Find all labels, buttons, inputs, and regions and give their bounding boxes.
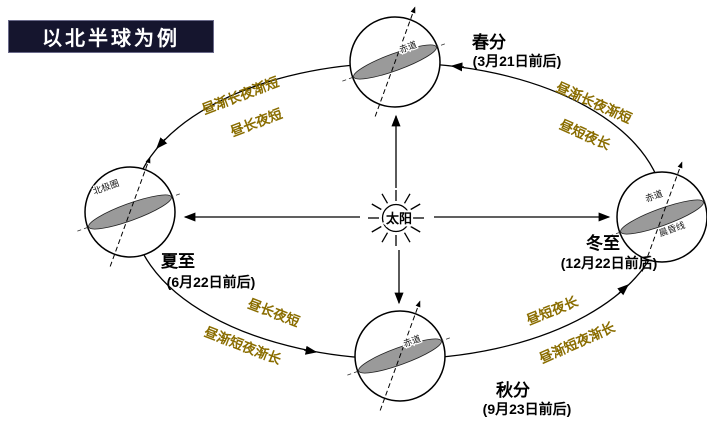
label-autumn-date: (9月23日前后)	[483, 401, 572, 417]
orbit-arrow-top-right	[450, 62, 465, 72]
sun-rays	[368, 190, 424, 246]
label-autumn-name: 秋分	[496, 380, 530, 400]
arc-label-summer-to-autumn-state: 昼长夜短	[246, 295, 303, 329]
label-summer-date: (6月22日前后)	[167, 274, 256, 290]
label-winter-date: (12月22日前后)	[561, 255, 657, 271]
earth-axis	[374, 6, 416, 117]
sun-label: 太阳	[385, 211, 412, 226]
arc-label-spring-to-summer-state: 昼长夜短	[228, 105, 285, 139]
earth-autumn	[347, 300, 453, 411]
sun: 太阳	[368, 190, 424, 246]
earth-winter	[609, 161, 707, 272]
label-winter-name: 冬至	[586, 233, 620, 253]
arc-label-summer-to-autumn-trend: 昼渐短夜渐长	[202, 323, 284, 367]
orbit-arrow-bottom-right	[617, 284, 629, 296]
arc-label-winter-to-spring-state: 昼短夜长	[557, 116, 613, 153]
label-spring-name: 春分	[472, 32, 506, 52]
orbit-arrow-bottom-left	[303, 345, 318, 355]
orbit-arrow-top-left	[156, 137, 168, 149]
earth-summer	[77, 156, 183, 267]
earth-axis	[641, 161, 683, 272]
earth-axis	[109, 156, 151, 267]
arc-label-autumn-to-winter-trend: 昼渐短夜渐长	[537, 318, 618, 366]
earth-spring	[342, 6, 448, 117]
earth-axis	[379, 300, 421, 411]
diagram-title: 以北半球为例	[8, 20, 214, 53]
sun-disc	[381, 203, 411, 233]
label-spring-date: (3月21日前后)	[473, 53, 562, 69]
label-summer-name: 夏至	[161, 252, 195, 271]
